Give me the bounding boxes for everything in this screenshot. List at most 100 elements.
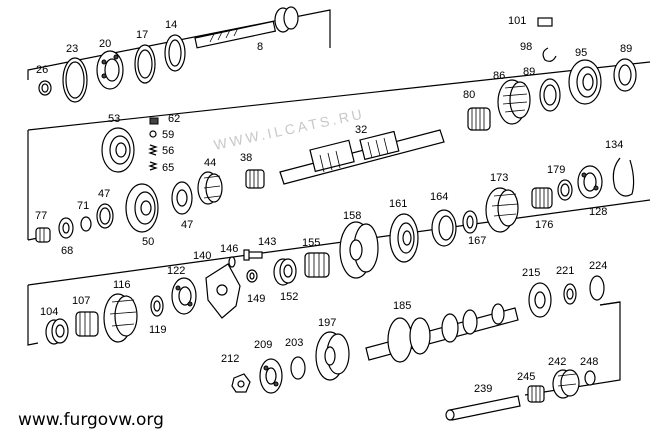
part-134-snap-ring [612, 157, 635, 197]
part-labels: 8 14 17 20 23 26 101 98 95 89 86 89 80 3… [35, 15, 632, 395]
part-224-ring [589, 275, 605, 301]
part-242-gear [552, 369, 580, 399]
label-221: 221 [556, 265, 574, 277]
label-173: 173 [490, 172, 508, 184]
part-8-input-shaft [194, 6, 299, 49]
label-248: 248 [580, 356, 598, 368]
label-32: 32 [355, 124, 367, 136]
label-26: 26 [36, 64, 48, 76]
part-89a-ring [613, 58, 637, 92]
part-107-bearing [75, 311, 99, 337]
label-161: 161 [389, 198, 407, 210]
label-8: 8 [257, 41, 263, 53]
part-176-bearing [531, 187, 553, 209]
label-176: 176 [535, 219, 553, 231]
part-65-spring [148, 161, 158, 171]
label-68: 68 [61, 245, 73, 257]
part-26-nut [38, 80, 52, 96]
part-140-plate [205, 263, 241, 319]
part-179-washer [557, 179, 573, 201]
part-143-bolt [243, 249, 263, 261]
label-119: 119 [149, 324, 167, 336]
label-50: 50 [142, 236, 154, 248]
label-134: 134 [605, 139, 623, 151]
part-212-nut [231, 373, 251, 393]
part-32-main-shaft [279, 129, 445, 185]
label-149: 149 [247, 293, 265, 305]
label-242: 242 [548, 356, 566, 368]
part-53-synchro-hub [101, 127, 135, 173]
part-44-gear [197, 171, 223, 205]
label-47-b: 47 [181, 219, 193, 231]
label-14: 14 [165, 19, 177, 31]
label-53: 53 [108, 113, 120, 125]
part-104-sleeve [45, 318, 69, 345]
label-167: 167 [468, 235, 486, 247]
part-215-bearing [528, 282, 552, 318]
part-62-block [149, 117, 159, 125]
part-197-gear [315, 331, 350, 381]
part-59-ball [149, 130, 157, 138]
part-47a-gear [171, 181, 193, 215]
label-95: 95 [575, 47, 587, 59]
label-56: 56 [162, 145, 174, 157]
label-38: 38 [240, 152, 252, 164]
footer-text: www.furgovw.org [18, 410, 164, 430]
label-152: 152 [280, 291, 298, 303]
part-38-bearing [245, 169, 265, 189]
label-77: 77 [35, 210, 47, 222]
label-209: 209 [254, 339, 272, 351]
part-167-sleeve [462, 210, 478, 234]
label-71: 71 [77, 200, 89, 212]
label-17: 17 [136, 29, 148, 41]
part-68-bearing [58, 217, 74, 239]
part-245-bearing [527, 385, 545, 403]
part-203-ring [290, 356, 306, 380]
part-149-washer [246, 269, 258, 283]
label-197: 197 [318, 317, 336, 329]
part-239-reverse-shaft [445, 395, 521, 421]
label-89-b: 89 [523, 66, 535, 78]
label-155: 155 [302, 237, 320, 249]
part-122-bearing [171, 277, 197, 315]
part-185-countershaft [365, 303, 519, 363]
part-80-needle-bearing [467, 107, 491, 131]
label-107: 107 [72, 295, 90, 307]
part-116-gear [103, 293, 138, 343]
label-101: 101 [508, 15, 526, 27]
label-80: 80 [463, 89, 475, 101]
label-143: 143 [258, 236, 276, 248]
part-98-snap-ring [542, 47, 557, 62]
part-20-bearing [96, 50, 124, 90]
label-122: 122 [167, 265, 185, 277]
label-212: 212 [221, 353, 239, 365]
part-155-bearing [304, 252, 330, 278]
label-224: 224 [589, 260, 607, 272]
label-146: 146 [220, 243, 238, 255]
part-77-needle-bearing [35, 227, 51, 243]
part-86-gear [497, 79, 531, 125]
part-248-washer [584, 370, 596, 386]
part-89b-ring [539, 78, 561, 112]
label-215: 215 [522, 267, 540, 279]
label-59: 59 [162, 129, 174, 141]
label-62: 62 [168, 113, 180, 125]
label-23: 23 [66, 43, 78, 55]
part-209-bearing [259, 358, 283, 394]
label-203: 203 [285, 337, 303, 349]
label-140: 140 [193, 250, 211, 262]
label-239: 239 [474, 383, 492, 395]
part-119-washer [150, 295, 164, 317]
label-44: 44 [204, 157, 216, 169]
label-47-a: 47 [98, 188, 110, 200]
label-65: 65 [162, 162, 174, 174]
part-47b-ring [96, 203, 114, 229]
label-245: 245 [517, 371, 535, 383]
label-185: 185 [393, 300, 411, 312]
part-128-bearing [577, 165, 603, 199]
part-50-gear [125, 183, 159, 233]
part-221-washer [563, 283, 577, 305]
label-98: 98 [520, 41, 532, 53]
